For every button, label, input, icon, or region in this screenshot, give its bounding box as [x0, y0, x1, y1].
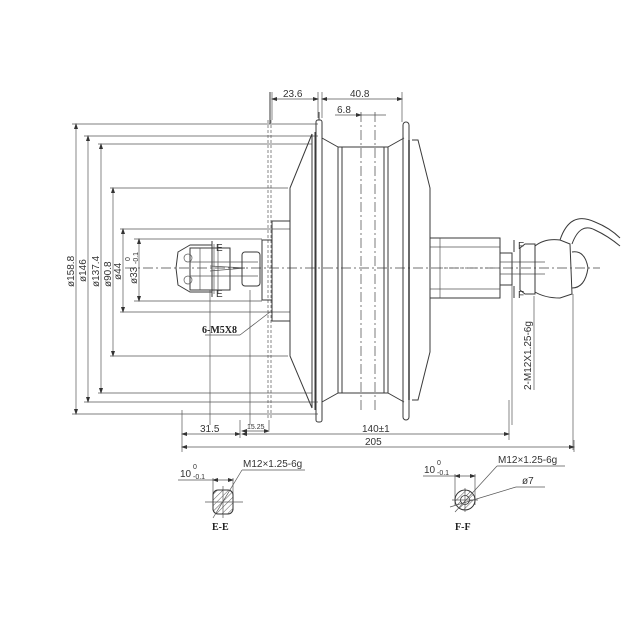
dim-40-8: 40.8: [350, 89, 370, 100]
diameter-dimension-lines: [74, 123, 141, 415]
section-f-bottom: F: [518, 290, 524, 301]
dim-diameter-158-8: ø158.8: [66, 255, 77, 287]
section-e-top: E: [216, 243, 223, 254]
right-axle-assembly: [429, 218, 621, 450]
section-ee-tol-lower: -0.1: [193, 474, 205, 481]
section-ff-width: 10: [424, 465, 436, 476]
section-ff-tol-lower: -0.1: [437, 470, 449, 477]
section-ee-label: E-E: [212, 522, 229, 533]
left-end-cover: [261, 132, 316, 410]
left-axle-assembly: [175, 244, 261, 425]
bottom-dimensions: 31.5 15.25 140±1 205: [181, 400, 575, 452]
section-f-top: F: [518, 241, 524, 252]
hub-shell: [315, 112, 431, 423]
dim-diameter-90-8: ø90.8: [103, 261, 114, 287]
dim-diameter-33: ø33: [129, 266, 140, 284]
section-ff-label: F-F: [455, 522, 471, 533]
dim-6-8: 6.8: [337, 105, 351, 116]
dim-23-6: 23.6: [283, 89, 303, 100]
section-marker-e: E E: [211, 241, 223, 300]
section-ff-hole: ø7: [522, 476, 534, 487]
dim-diameter-137-4: ø137.4: [91, 255, 102, 287]
dim-diameter-44: ø44: [113, 262, 124, 280]
dim-15-25: 15.25: [247, 424, 265, 431]
dim-diameter-33-tol-lower: -0.1: [133, 252, 140, 264]
dim-31-5: 31.5: [200, 424, 220, 435]
bolt-callout-label: 6-M5X8: [202, 325, 237, 336]
section-ff-thread: M12×1.25-6g: [498, 455, 557, 466]
section-ee: 10 0 -0.1 M12×1.25-6g E-E: [178, 459, 305, 533]
dim-diameter-146: ø146: [78, 259, 89, 282]
dim-205: 205: [365, 437, 382, 448]
dim-diameter-33-tol-upper: 0: [125, 257, 132, 261]
left-flange: [267, 92, 272, 420]
diameter-extension-lines: [72, 123, 318, 415]
top-dimensions: 23.6 40.8 6.8: [271, 89, 403, 122]
section-ee-tol-upper: 0: [193, 464, 197, 471]
section-ee-width: 10: [180, 469, 192, 480]
section-ee-thread: M12×1.25-6g: [243, 459, 302, 470]
section-marker-f: F F: [513, 240, 524, 301]
section-e-bottom: E: [216, 289, 223, 300]
dim-140: 140±1: [362, 424, 390, 435]
section-ff-tol-upper: 0: [437, 460, 441, 467]
section-ff: 10 0 -0.1 M12×1.25-6g ø7 F-F: [423, 455, 565, 533]
thread-callout-label: 2-M12X1.25-6g: [523, 321, 534, 390]
bolt-callout: 6-M5X8: [202, 311, 271, 336]
